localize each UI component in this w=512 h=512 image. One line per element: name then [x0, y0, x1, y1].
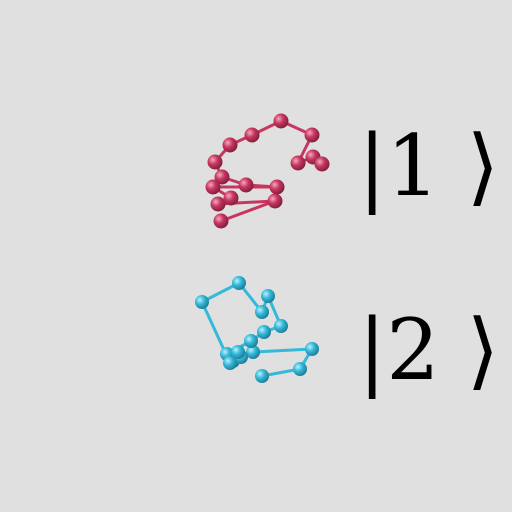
atom-bead: [304, 127, 320, 143]
atom-bead: [273, 113, 289, 129]
atom-bead: [231, 345, 245, 359]
atom-bead: [195, 295, 209, 309]
atom-bead: [223, 190, 239, 206]
atom-bead: [274, 319, 288, 333]
ket-label-2: |2 ⟩: [358, 301, 500, 399]
atom-bead: [244, 334, 258, 348]
atom-bead: [255, 305, 269, 319]
chain-state-1: [205, 113, 330, 229]
chain-state-2: [195, 276, 319, 383]
atom-bead: [223, 356, 237, 370]
atom-bead: [238, 177, 254, 193]
atom-bead: [267, 193, 283, 209]
atom-bead: [244, 127, 260, 143]
atom-bead: [269, 179, 285, 195]
atom-bead: [232, 276, 246, 290]
ket-label-1: |1 ⟩: [358, 117, 500, 215]
atom-bead: [293, 362, 307, 376]
bond: [251, 347, 314, 354]
atom-bead: [257, 325, 271, 339]
atom-bead: [305, 342, 319, 356]
atom-bead: [210, 196, 226, 212]
atom-bead: [207, 154, 223, 170]
atom-bead: [214, 169, 230, 185]
atom-bead: [213, 213, 229, 229]
atom-bead: [222, 137, 238, 153]
bond: [219, 199, 277, 223]
atom-bead: [205, 179, 221, 195]
atom-bead: [246, 345, 260, 359]
atom-bead: [255, 369, 269, 383]
atom-bead: [261, 289, 275, 303]
atom-bead: [314, 156, 330, 172]
atom-bead: [290, 155, 306, 171]
